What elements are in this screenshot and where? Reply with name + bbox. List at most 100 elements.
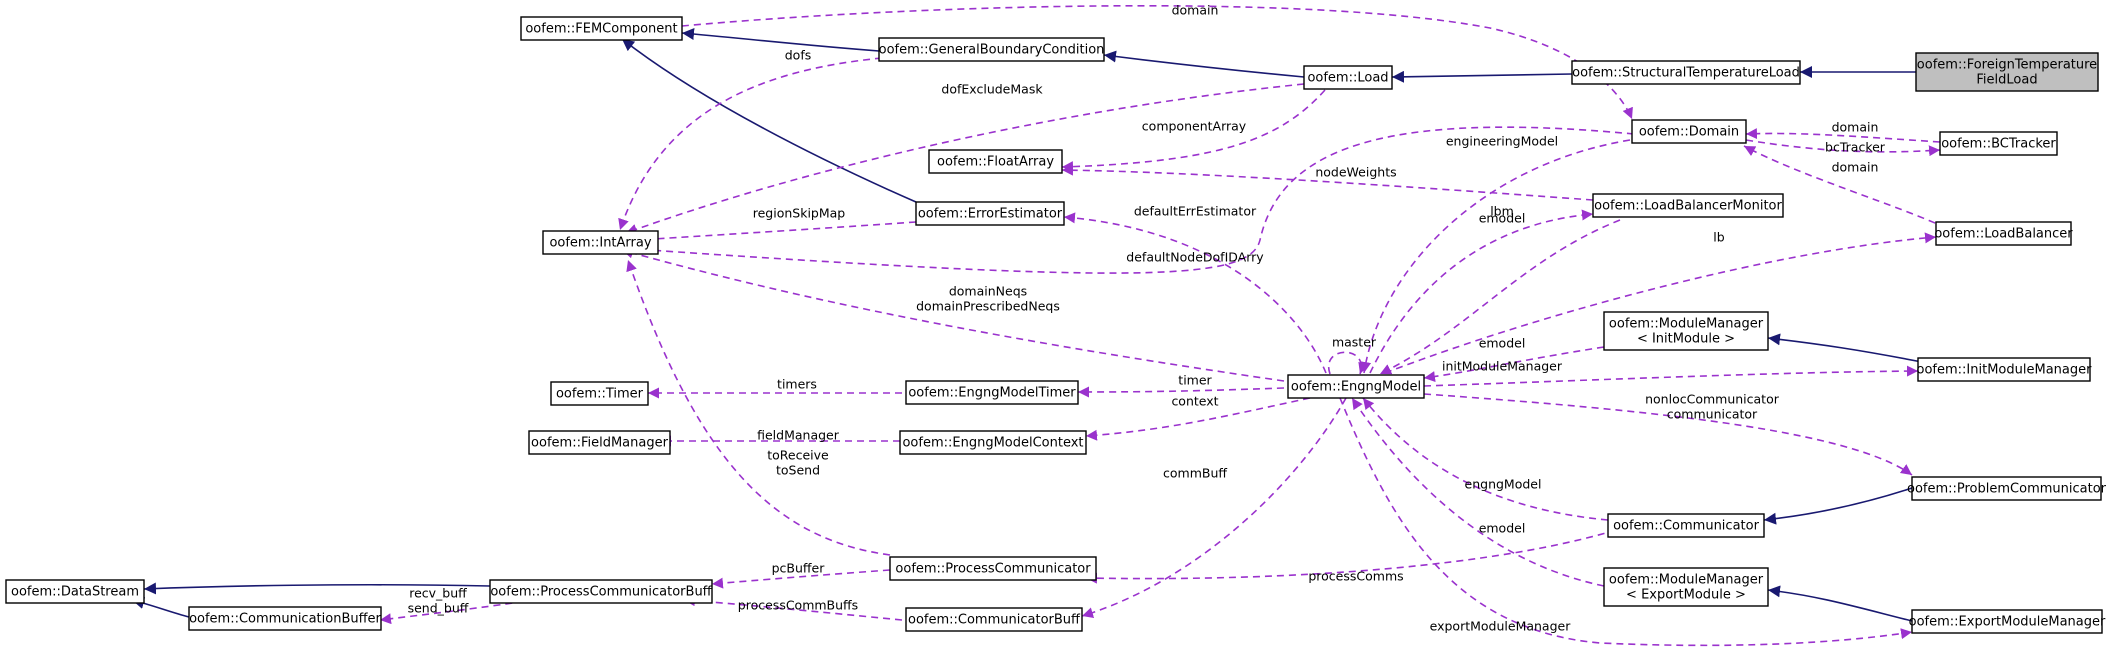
- edge-label-defaultnodedofidarry: defaultNodeDofIDArry: [1126, 250, 1264, 265]
- node-errorestimator[interactable]: oofem::ErrorEstimator: [915, 201, 1065, 226]
- node-intarray-label: oofem::IntArray: [549, 236, 651, 251]
- node-femcomponent[interactable]: oofem::FEMComponent: [520, 16, 683, 41]
- edge-label-tosend: toSend: [776, 463, 820, 478]
- edge-femcomponent-domain: [681, 4, 1633, 120]
- node-loadbalancermonitor[interactable]: oofem::LoadBalancerMonitor: [1592, 193, 1784, 218]
- node-emtimer-label: oofem::EngngModelTimer: [908, 386, 1076, 401]
- node-fieldmanager-label: oofem::FieldManager: [531, 436, 669, 451]
- node-domain[interactable]: oofem::Domain: [1631, 119, 1747, 144]
- node-engngmodel[interactable]: oofem::EngngModel: [1287, 374, 1425, 399]
- node-modulemanager-initmodule[interactable]: oofem::ModuleManager < InitModule >: [1603, 311, 1769, 351]
- node-emcontext-label: oofem::EngngModelContext: [902, 436, 1083, 451]
- node-problemcommunicator[interactable]: oofem::ProblemCommunicator: [1907, 476, 2107, 501]
- edge-label-context: context: [1171, 394, 1218, 409]
- edge-label-fieldmanager: fieldManager: [757, 428, 840, 443]
- node-bctracker[interactable]: oofem::BCTracker: [1939, 131, 2058, 156]
- node-initmodulemanager[interactable]: oofem::InitModuleManager: [1917, 357, 2093, 382]
- node-communicationbuffer[interactable]: oofem::CommunicationBuffer: [188, 606, 382, 631]
- edge-label-dofs: dofs: [785, 48, 812, 63]
- edge-label-engngmodel: engngModel: [1465, 477, 1542, 492]
- edge-load-to-gbc: [1103, 50, 1305, 78]
- node-floatarray-label: oofem::FloatArray: [937, 155, 1054, 170]
- edge-bctracker-domain: [1745, 128, 1941, 143]
- edge-label-domain-top: domain: [1172, 3, 1219, 18]
- edge-errest-to-femcomponent: [621, 38, 917, 203]
- node-processcommunicatorbuff[interactable]: oofem::ProcessCommunicatorBuff: [489, 579, 713, 604]
- edge-domain-defaultnodedofidarry: [619, 126, 1635, 274]
- edge-engngmodel-exportmodulemanager: [1339, 397, 1913, 647]
- edge-label-bctracker: bcTracker: [1825, 140, 1886, 155]
- node-foreigntemperaturefieldload[interactable]: oofem::ForeignTemperature FieldLoad: [1915, 52, 2099, 92]
- node-mmexport-label-line1: oofem::ModuleManager: [1609, 573, 1764, 588]
- node-exportmm-label: oofem::ExportModuleManager: [1909, 615, 2106, 630]
- node-gbc-label: oofem::GeneralBoundaryCondition: [879, 43, 1105, 58]
- node-engngmodelcontext[interactable]: oofem::EngngModelContext: [899, 430, 1087, 455]
- edge-label-master: master: [1332, 335, 1377, 350]
- node-load-label: oofem::Load: [1307, 71, 1388, 86]
- node-mmexport-label-line2: < ExportModule >: [1626, 588, 1746, 603]
- node-domain-label: oofem::Domain: [1639, 125, 1739, 140]
- node-engngmodeltimer[interactable]: oofem::EngngModelTimer: [905, 380, 1079, 405]
- node-errest-label: oofem::ErrorEstimator: [918, 207, 1063, 222]
- edge-loadbalancer-domain: [1743, 145, 1947, 229]
- node-mminit-label-line2: < InitModule >: [1637, 332, 1735, 347]
- edge-engngmodel-lbm: [1369, 209, 1594, 374]
- node-timer-label: oofem::Timer: [556, 387, 644, 402]
- edge-load-dofexcludemask: [625, 83, 1305, 235]
- node-generalboundarycondition[interactable]: oofem::GeneralBoundaryCondition: [878, 37, 1105, 62]
- node-commbuffer-label: oofem::CommunicationBuffer: [189, 612, 381, 627]
- node-datastream[interactable]: oofem::DataStream: [5, 579, 145, 604]
- edge-engngmodel-master: [1327, 351, 1369, 375]
- node-proccomm-label: oofem::ProcessCommunicator: [895, 562, 1091, 577]
- node-datastream-label: oofem::DataStream: [11, 585, 139, 600]
- node-bctracker-label: oofem::BCTracker: [1941, 137, 2056, 152]
- edge-exportmm-to-mmexport: [1767, 585, 1913, 622]
- node-probcomm-label: oofem::ProblemCommunicator: [1907, 482, 2107, 497]
- node-communicator[interactable]: oofem::Communicator: [1607, 513, 1765, 538]
- node-timer[interactable]: oofem::Timer: [550, 381, 649, 406]
- edge-label-processcommbuffs: processCommBuffs: [738, 598, 858, 613]
- edge-engngmodel-lb: [1384, 232, 1937, 374]
- edge-stl-to-load: [1391, 70, 1573, 83]
- edge-label-lb: lb: [1713, 230, 1724, 245]
- edge-errest-regionskipmap: [637, 221, 917, 245]
- edge-label-lbm: lbm: [1490, 204, 1514, 219]
- edge-label-recvbuff: recv_buff: [409, 586, 467, 601]
- edge-domain-bctracker: [1745, 139, 1941, 157]
- edge-label-dofexcludemask: dofExcludeMask: [941, 82, 1043, 97]
- node-fieldmanager[interactable]: oofem::FieldManager: [528, 430, 671, 455]
- node-structuraltemperatureload[interactable]: oofem::StructuralTemperatureLoad: [1571, 60, 1801, 85]
- node-floatarray[interactable]: oofem::FloatArray: [928, 149, 1063, 174]
- node-foreign-label-line1: oofem::ForeignTemperature: [1917, 58, 2097, 73]
- node-lbmonitor-label: oofem::LoadBalancerMonitor: [1594, 199, 1782, 214]
- edge-engngmodel-context: [1085, 397, 1311, 441]
- node-loadbalancer[interactable]: oofem::LoadBalancer: [1934, 221, 2073, 246]
- node-processcommunicator[interactable]: oofem::ProcessCommunicator: [889, 556, 1097, 581]
- node-load[interactable]: oofem::Load: [1303, 65, 1393, 90]
- edge-label-emodel-export: emodel: [1479, 521, 1526, 536]
- edge-label-emodel-mm: emodel: [1479, 336, 1526, 351]
- edge-engngmodel-commbuff: [1081, 397, 1347, 619]
- node-engngmodel-label: oofem::EngngModel: [1291, 380, 1421, 395]
- edge-label-timers: timers: [777, 377, 817, 392]
- edge-mminit-emodel: [1423, 346, 1605, 383]
- edge-load-componentarray: [1061, 89, 1326, 173]
- edge-label-engineeringmodel: engineeringModel: [1446, 134, 1558, 149]
- node-stl-label: oofem::StructuralTemperatureLoad: [1572, 66, 1800, 81]
- node-modulemanager-exportmodule[interactable]: oofem::ModuleManager < ExportModule >: [1603, 567, 1769, 607]
- node-exportmodulemanager[interactable]: oofem::ExportModuleManager: [1909, 609, 2106, 634]
- edge-label-nonloccommunicator: nonlocCommunicator: [1645, 392, 1780, 407]
- node-mminit-label-line1: oofem::ModuleManager: [1609, 317, 1764, 332]
- node-pcbuff-label: oofem::ProcessCommunicatorBuff: [490, 585, 712, 600]
- edge-label-timer: timer: [1178, 373, 1212, 388]
- node-intarray[interactable]: oofem::IntArray: [542, 230, 659, 255]
- edge-label-bctracker-domain: domain: [1832, 120, 1879, 135]
- node-communicator-label: oofem::Communicator: [1613, 519, 1760, 534]
- edge-label-regionskipmap: regionSkipMap: [753, 206, 846, 221]
- edge-communicator-processcomms: [1085, 529, 1617, 584]
- edge-proccomm-toreceive: [626, 259, 891, 556]
- node-communicatorbuff[interactable]: oofem::CommunicatorBuff: [905, 607, 1083, 632]
- edge-label-processcomms: processComms: [1308, 569, 1403, 584]
- edge-lbmonitor-nodeweights: [1061, 164, 1594, 201]
